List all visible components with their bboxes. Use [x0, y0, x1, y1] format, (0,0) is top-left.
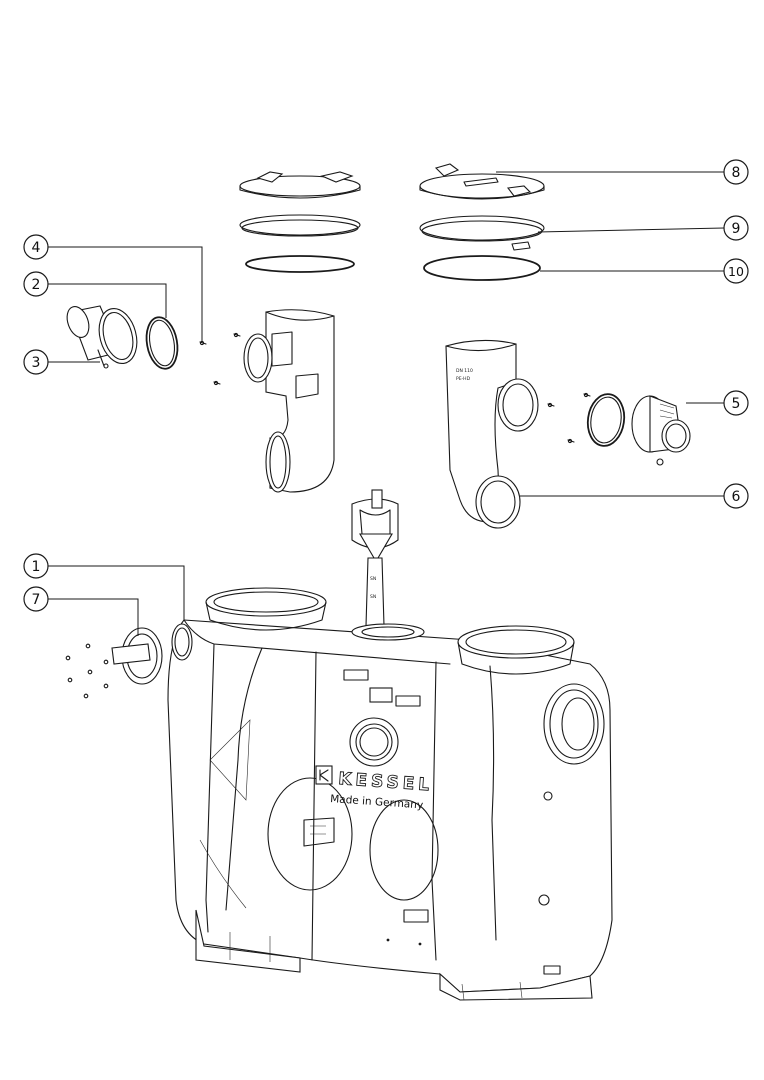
tank-center-port [351, 623, 425, 641]
tank-left-opening [205, 587, 327, 631]
level-sensor: SN SN [351, 489, 399, 627]
inspection-flange [111, 627, 163, 685]
callout-10: 10 [723, 258, 749, 284]
callout-1-label: 1 [32, 559, 41, 575]
right-clamp-ring [419, 215, 545, 251]
svg-text:PE-HD: PE-HD [456, 376, 471, 382]
left-clamp-ring [239, 214, 361, 237]
right-cover-lid [419, 163, 545, 200]
tank-right-opening [457, 625, 575, 675]
callout-4: 4 [23, 234, 49, 260]
outlet-screws [547, 392, 591, 444]
callout-5: 5 [723, 390, 749, 416]
kessel-logo [315, 765, 333, 785]
svg-text:SN: SN [370, 576, 376, 582]
svg-text:SN: SN [370, 594, 376, 600]
outlet-elbow: DN 110 PE-HD [445, 339, 539, 529]
callout-2-label: 2 [32, 277, 41, 293]
tank-lower-recess [267, 777, 439, 901]
outlet-connector [631, 395, 691, 466]
callout-5-label: 5 [732, 396, 741, 412]
callout-6-label: 6 [732, 489, 741, 505]
outlet-seal-ring [586, 393, 626, 447]
callout-6: 6 [723, 483, 749, 509]
inlet-seal-ring [145, 316, 179, 370]
callout-10-label: 10 [728, 264, 744, 279]
leader-lines [47, 171, 725, 636]
callout-3: 3 [23, 349, 49, 375]
callout-9: 9 [723, 215, 749, 241]
inlet-elbow [243, 309, 335, 493]
callout-3-label: 3 [32, 355, 41, 371]
flange-screws [65, 643, 109, 699]
right-seal-ring [423, 255, 541, 281]
callout-8: 8 [723, 159, 749, 185]
callout-7-label: 7 [32, 592, 41, 608]
left-seal-ring [245, 255, 355, 273]
callout-7: 7 [23, 586, 49, 612]
svg-text:DN 110: DN 110 [456, 368, 473, 374]
callout-9-label: 9 [732, 221, 741, 237]
inspection-window [349, 717, 399, 767]
left-cover-lid [239, 171, 361, 199]
inlet-connector [66, 305, 138, 369]
callout-4-label: 4 [32, 240, 41, 256]
tank-left-connector [171, 623, 193, 661]
callout-1: 1 [23, 553, 49, 579]
inlet-screws [199, 332, 241, 386]
tank-body [167, 619, 613, 1001]
callout-8-label: 8 [732, 165, 741, 181]
tank-front-details [343, 669, 561, 975]
tank-side-port [543, 683, 605, 765]
callout-2: 2 [23, 271, 49, 297]
